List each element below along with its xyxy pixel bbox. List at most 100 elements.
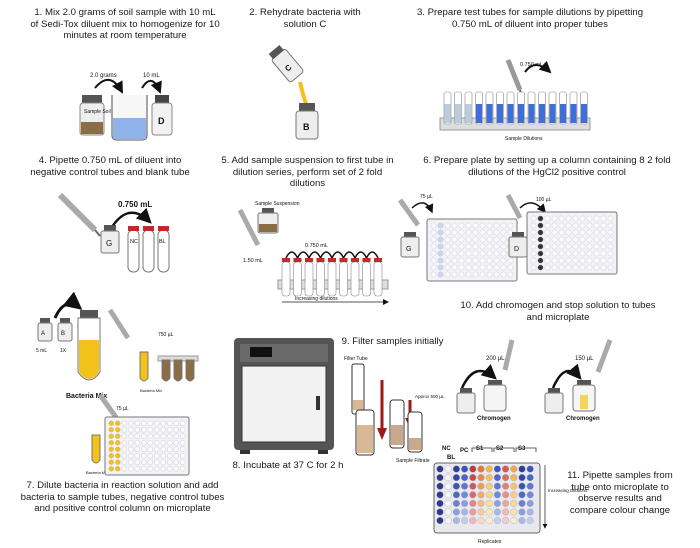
incubator-display <box>250 347 272 357</box>
control-tube <box>157 229 170 273</box>
step6-d-label: D <box>514 246 519 253</box>
result-well <box>469 465 477 473</box>
well <box>493 271 500 278</box>
well <box>579 257 586 264</box>
well <box>451 243 458 250</box>
result-well <box>510 508 518 516</box>
well <box>147 466 153 472</box>
well <box>115 433 121 439</box>
well <box>500 236 507 243</box>
well <box>451 271 458 278</box>
result-well <box>444 465 452 473</box>
control-tube <box>142 229 155 273</box>
well <box>134 446 140 452</box>
result-well <box>452 517 460 525</box>
result-well <box>485 499 493 507</box>
well <box>154 453 160 459</box>
well <box>437 243 444 250</box>
well <box>551 257 558 264</box>
well <box>600 215 607 222</box>
b-vial-small-label: B <box>61 331 65 337</box>
well <box>465 257 472 264</box>
well <box>472 264 479 271</box>
result-well <box>502 499 510 507</box>
well <box>493 243 500 250</box>
b-vial <box>295 110 319 140</box>
well <box>437 271 444 278</box>
well <box>121 420 127 426</box>
well <box>108 453 114 459</box>
well <box>600 264 607 271</box>
step7-mix-small: Bacteria Mix <box>140 388 162 393</box>
b-vial-cap <box>299 103 315 111</box>
step8-caption: 8. Incubate at 37 C for 2 h <box>232 460 344 471</box>
well <box>121 453 127 459</box>
well <box>572 229 579 236</box>
well <box>586 229 593 236</box>
well <box>493 264 500 271</box>
result-well <box>436 491 444 499</box>
step11-caption: 11. Pipette samples from tube onto micro… <box>567 470 673 516</box>
a-vial-label: A <box>41 331 45 337</box>
well <box>530 236 537 243</box>
well <box>500 250 507 257</box>
result-well <box>526 508 534 516</box>
well <box>565 250 572 257</box>
well <box>530 250 537 257</box>
result-well <box>510 474 518 482</box>
result-well <box>485 474 493 482</box>
well <box>121 433 127 439</box>
well <box>493 257 500 264</box>
result-well <box>436 517 444 525</box>
well <box>500 257 507 264</box>
dilution-tube-fill <box>581 104 587 123</box>
col-s2: S2 <box>496 446 504 452</box>
result-well <box>518 508 526 516</box>
result-well <box>510 517 518 525</box>
step7-arrow <box>53 291 83 319</box>
well <box>444 236 451 243</box>
g-bottle-cap <box>104 225 116 231</box>
b-vial-small <box>57 322 73 342</box>
result-well <box>452 491 460 499</box>
well <box>572 257 579 264</box>
step7-mix-small-b: Bacteria Mix <box>86 470 108 475</box>
well <box>465 222 472 229</box>
well <box>486 264 493 271</box>
well <box>579 264 586 271</box>
step1-arrow-right <box>141 80 162 94</box>
result-well <box>469 482 477 490</box>
step3-arrow <box>524 60 552 74</box>
well <box>593 229 600 236</box>
result-well <box>477 465 485 473</box>
result-well <box>469 499 477 507</box>
well <box>430 229 437 236</box>
well <box>458 264 465 271</box>
result-well <box>502 474 510 482</box>
well <box>134 459 140 465</box>
step7-ml1: 5 mL <box>36 348 47 354</box>
well <box>465 271 472 278</box>
well <box>579 229 586 236</box>
well <box>558 236 565 243</box>
transfer-arc <box>319 251 333 259</box>
dilution-tube-fill <box>507 104 514 123</box>
result-well <box>477 517 485 525</box>
well <box>108 440 114 446</box>
step1-arrow-left <box>94 79 123 94</box>
result-well <box>461 474 469 482</box>
well <box>493 236 500 243</box>
result-well <box>526 465 534 473</box>
bacteria-mix-label: Bacteria Mix <box>66 393 107 400</box>
well <box>593 264 600 271</box>
well <box>586 243 593 250</box>
step7-ml2: 1X <box>60 348 67 354</box>
well <box>128 459 134 465</box>
well <box>128 440 134 446</box>
series-tube <box>339 261 348 297</box>
step1-illustration: 2.0 grams 10 mL Sample Soil D <box>79 73 173 141</box>
well <box>551 264 558 271</box>
well <box>537 229 544 236</box>
well <box>430 257 437 264</box>
step7-vol: 750 µL <box>158 332 174 338</box>
